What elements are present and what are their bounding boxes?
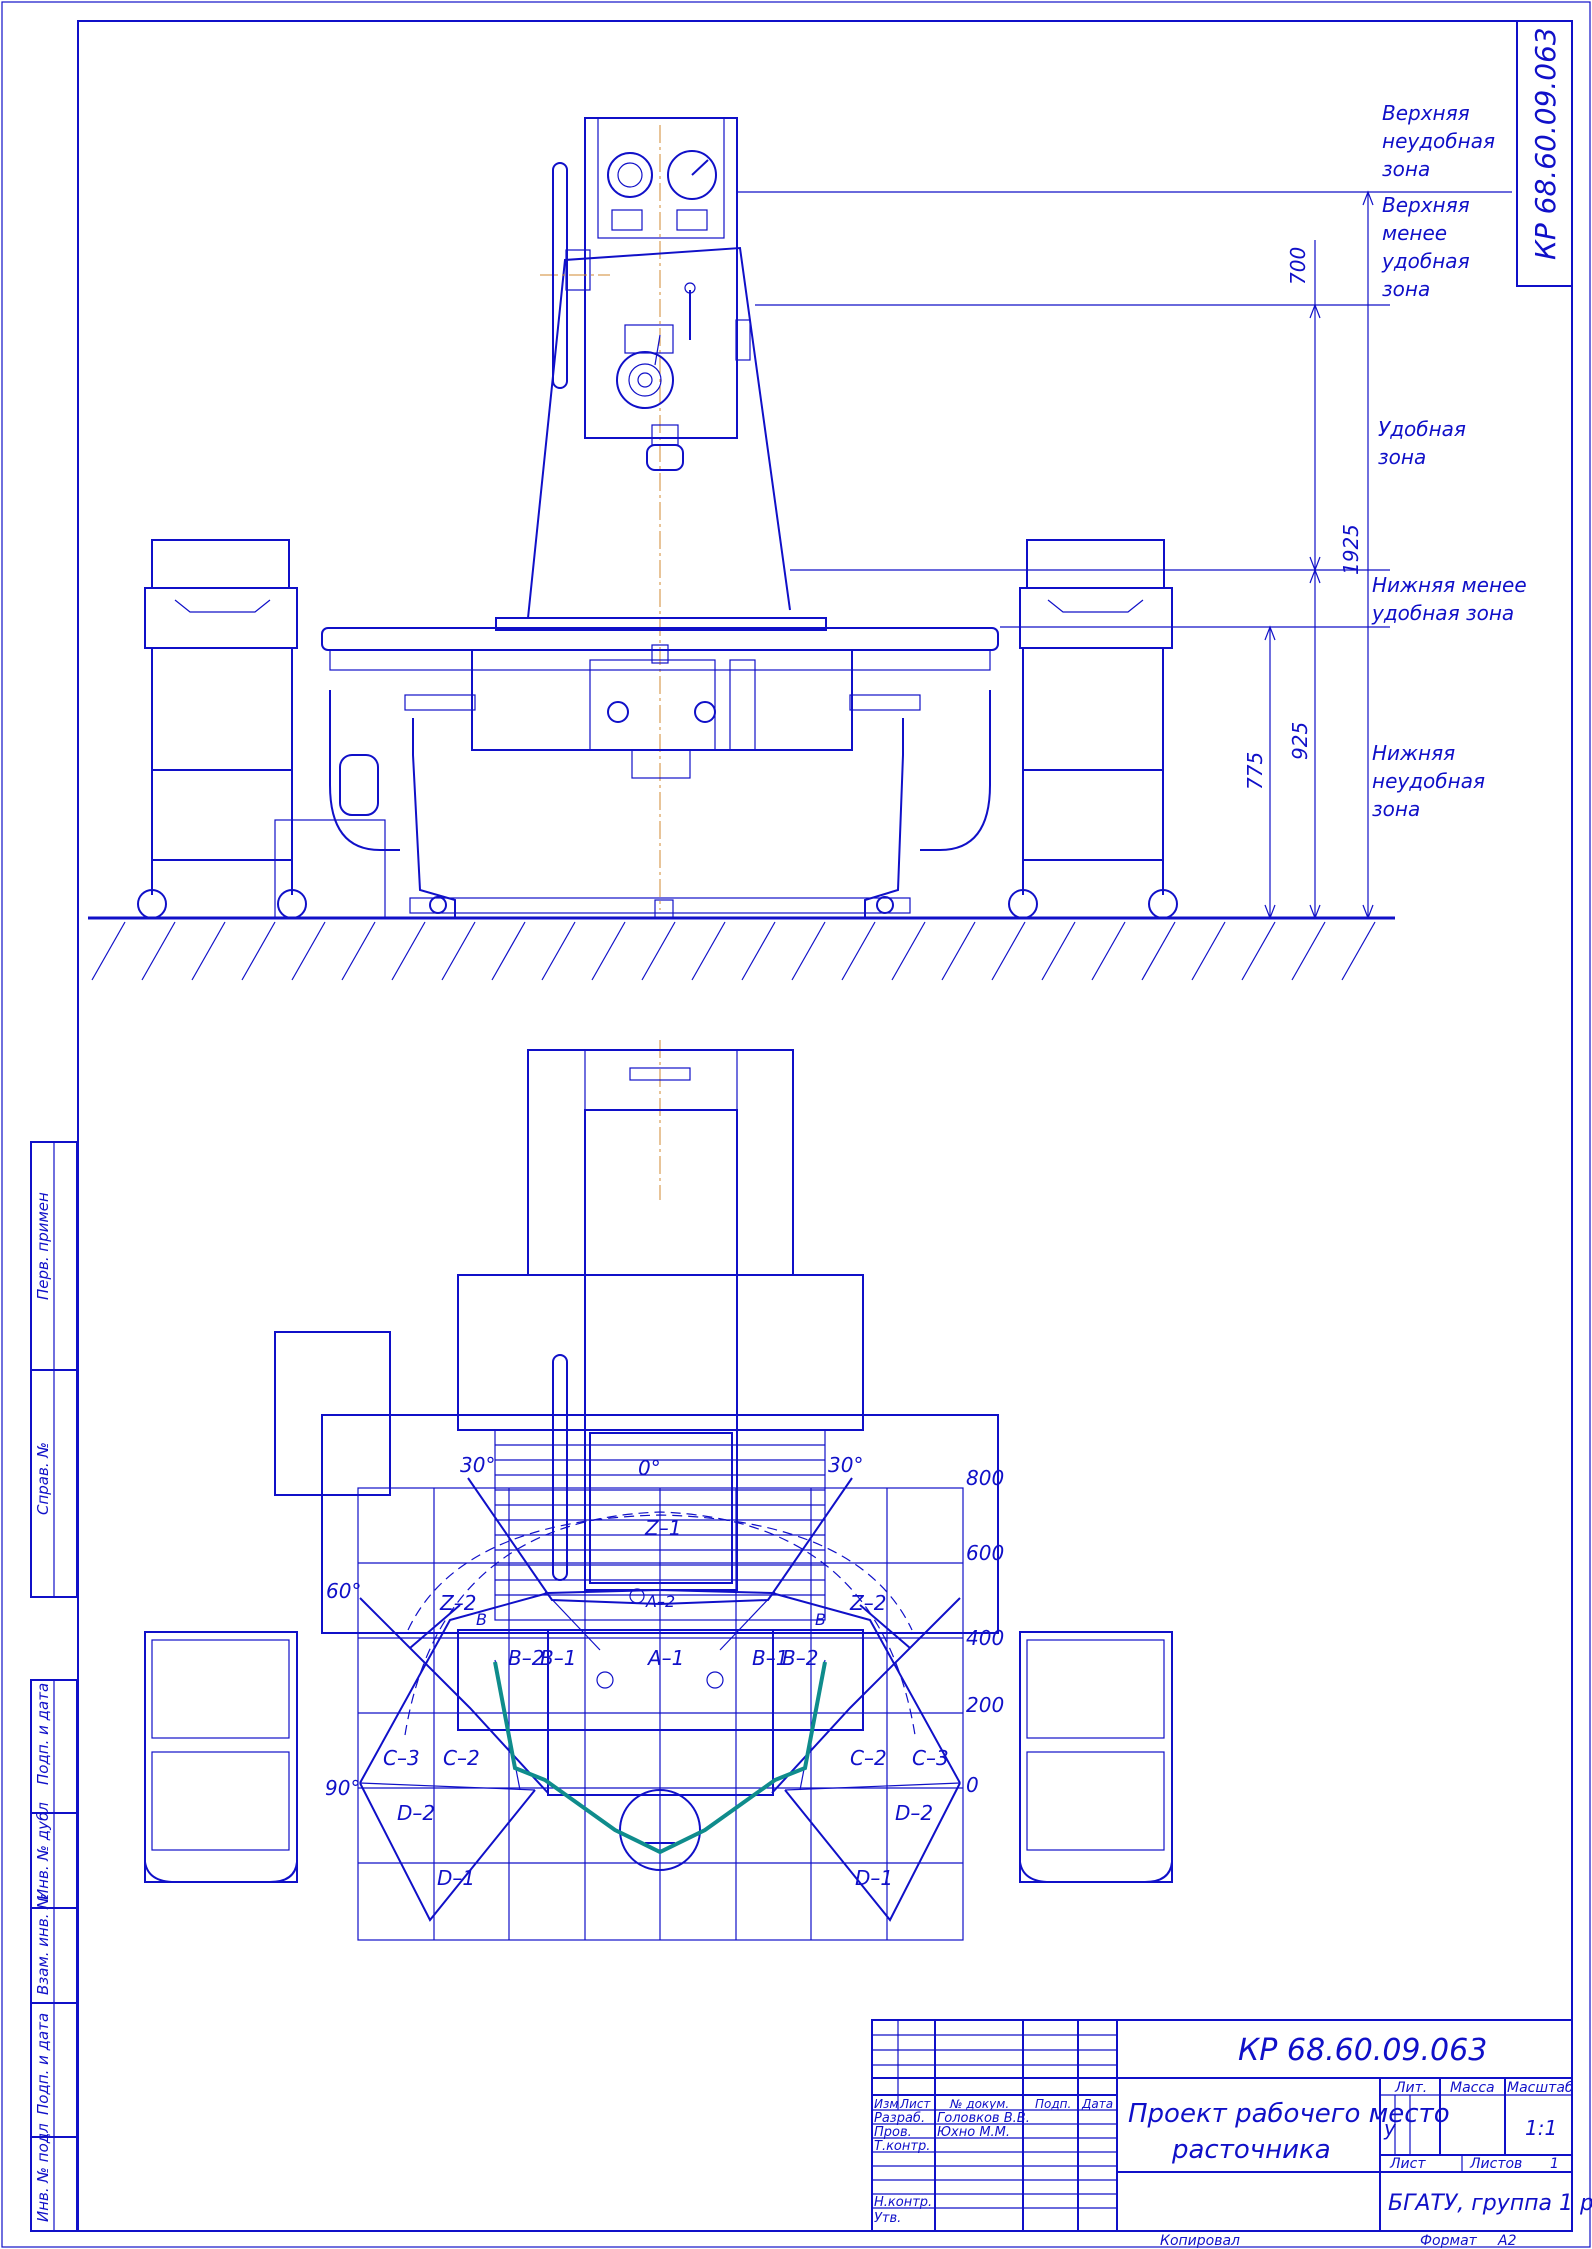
- zone-z2-left: Z–2: [439, 1591, 476, 1615]
- tb-h-izm: Изм: [874, 2097, 898, 2111]
- zone-b1-right: В–1: [752, 1646, 788, 1670]
- zone-c3-right: С–3: [912, 1746, 949, 1770]
- zone-upper-less-2: менее: [1382, 221, 1447, 245]
- tb-title-2: расточника: [1171, 2135, 1331, 2165]
- zone-dimensions: 700 1925 925 775: [737, 190, 1512, 920]
- zone-upper-less-3: удобная: [1381, 249, 1470, 273]
- scale-200: 200: [966, 1693, 1004, 1717]
- zone-lower-less-1: Нижняя менее: [1372, 573, 1527, 597]
- tb-sheets-value: 1: [1550, 2156, 1559, 2172]
- zone-a2: А–2: [645, 1592, 675, 1611]
- left-side-stamp: Перв. примен Справ. № Подп. и дата Инв. …: [30, 1141, 78, 2232]
- zone-d1-left: D–1: [437, 1866, 475, 1890]
- stamp-podp2: Подп. и дата: [34, 2013, 52, 2115]
- tb-scale-value: 1:1: [1525, 2116, 1557, 2140]
- zone-upper-less-1: Верхняя: [1382, 193, 1470, 217]
- angle-30-left: 30°: [460, 1453, 495, 1477]
- angle-60: 60°: [326, 1579, 361, 1603]
- zone-d1-right: D–1: [855, 1866, 893, 1890]
- zone-d2-left: D–2: [397, 1801, 435, 1825]
- zone-upper-bad-2: неудобная: [1382, 129, 1495, 153]
- front-view-machine: [88, 117, 1395, 981]
- tb-utv: Утв.: [874, 2211, 901, 2226]
- zone-b2-left: В–2: [508, 1646, 544, 1670]
- tb-h-date: Дата: [1081, 2097, 1113, 2111]
- stamp-inv-podl: Инв. № подл: [34, 2123, 52, 2222]
- reach-zones: [359, 1477, 961, 1922]
- tb-lit-value: у: [1383, 2116, 1397, 2140]
- reach-grid: [357, 1487, 964, 1941]
- zone-b1-left: В–1: [540, 1646, 576, 1670]
- zone-c3-left: С–3: [383, 1746, 420, 1770]
- zone-b2-right: В–2: [782, 1646, 818, 1670]
- zone-upper-bad-3: зона: [1382, 157, 1430, 181]
- zone-z2-right: Z–2: [849, 1591, 886, 1615]
- zone-labels: Верхняя неудобная зона Верхняя менее удо…: [1371, 101, 1527, 821]
- tb-scale-label: Масштаб: [1507, 2080, 1574, 2096]
- format-value: А2: [1497, 2233, 1517, 2249]
- scale-0: 0: [966, 1773, 979, 1797]
- zone-b-right: В: [815, 1610, 826, 1629]
- angle-0: 0°: [638, 1456, 661, 1480]
- stamp-sprav: Справ. №: [34, 1442, 52, 1515]
- zone-z1: Z–1: [644, 1516, 681, 1540]
- dim-775: 775: [1243, 752, 1267, 790]
- tb-tkontr: Т.контр.: [874, 2139, 930, 2154]
- zone-b-left: В: [476, 1610, 487, 1629]
- stamp-inv-dubl: Инв. № дубл: [34, 1802, 52, 1900]
- zone-lower-bad-1: Нижняя: [1372, 741, 1455, 765]
- tb-razrab-name: Головков В.В.: [937, 2111, 1030, 2126]
- tb-h-doc: № докум.: [949, 2097, 1009, 2111]
- zone-comfort-2: зона: [1378, 445, 1426, 469]
- ground-hatching: [91, 921, 1376, 981]
- tb-sheets-label: Листов: [1469, 2156, 1522, 2172]
- format-label: Формат: [1420, 2233, 1478, 2249]
- dim-700: 700: [1286, 247, 1310, 285]
- zone-lower-less-2: удобная зона: [1371, 601, 1514, 625]
- tb-sheet-label: Лист: [1389, 2156, 1426, 2172]
- dim-925: 925: [1288, 722, 1312, 760]
- tb-prov-name: Юхно М.М.: [937, 2125, 1010, 2140]
- top-code-text: КР 68.60.09.063: [1529, 27, 1562, 260]
- zone-lower-bad-3: зона: [1372, 797, 1420, 821]
- tb-org: БГАТУ, группа 1 рпт: [1388, 2191, 1592, 2216]
- angle-30-right: 30°: [828, 1453, 863, 1477]
- tb-prov: Пров.: [874, 2125, 912, 2140]
- zone-d2-right: D–2: [895, 1801, 933, 1825]
- stamp-perv: Перв. примен: [34, 1192, 52, 1300]
- tb-lit-label: Лит.: [1394, 2080, 1427, 2096]
- plan-labels: 0° 30° 30° 60° 90° 800 600 400 200 0 Z–1…: [325, 1453, 1004, 1890]
- tb-h-list: Лист: [899, 2097, 931, 2111]
- top-right-code-stamp: КР 68.60.09.063: [1516, 20, 1573, 287]
- stamp-vzam: Взам. инв. №: [34, 1893, 52, 1995]
- zone-c2-right: С–2: [850, 1746, 887, 1770]
- tb-nkontr: Н.контр.: [874, 2195, 932, 2210]
- tb-title-1: Проект рабочего место: [1128, 2099, 1450, 2129]
- tb-razrab: Разраб.: [874, 2111, 925, 2126]
- scale-600: 600: [966, 1541, 1004, 1565]
- zone-lower-bad-2: неудобная: [1372, 769, 1485, 793]
- tb-code: КР 68.60.09.063: [1238, 2033, 1487, 2068]
- dim-1925: 1925: [1339, 524, 1363, 575]
- zone-c2-left: С–2: [443, 1746, 480, 1770]
- scale-800: 800: [966, 1466, 1004, 1490]
- scale-400: 400: [966, 1626, 1004, 1650]
- angle-90: 90°: [325, 1776, 360, 1800]
- copied-label: Копировал: [1160, 2233, 1240, 2249]
- bottom-strip: Копировал Формат А2: [1160, 2233, 1517, 2249]
- tb-mass-label: Масса: [1450, 2080, 1495, 2096]
- zone-upper-bad-1: Верхняя: [1382, 101, 1470, 125]
- title-block: КР 68.60.09.063 Проект рабочего место ра…: [871, 2019, 1592, 2232]
- zone-comfort-1: Удобная: [1378, 417, 1466, 441]
- tb-h-sign: Подп.: [1035, 2097, 1071, 2111]
- zone-a1: А–1: [646, 1646, 684, 1670]
- zone-upper-less-4: зона: [1382, 277, 1430, 301]
- stamp-podp1: Подп. и дата: [34, 1683, 52, 1785]
